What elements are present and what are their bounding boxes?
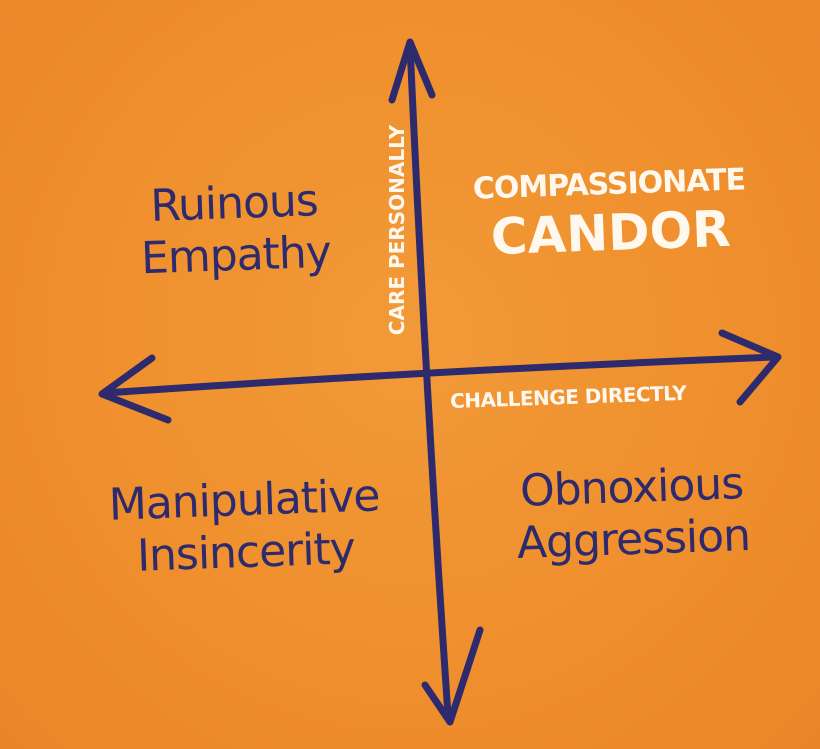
quadrant-line: Obnoxious [519, 458, 744, 517]
vertical-axis [406, 41, 452, 719]
arrow-right-icon [718, 329, 782, 406]
quadrant-line: Empathy [140, 226, 332, 285]
quadrant-line: CANDOR [489, 199, 732, 267]
horizontal-axis [101, 353, 779, 397]
quadrant-manipulative-insincerity: Manipulative Insincerity [93, 470, 396, 584]
quadrant-line: Insincerity [136, 523, 356, 582]
quadrant-obnoxious-aggression: Obnoxious Aggression [503, 458, 761, 571]
arrow-left-icon [98, 354, 172, 424]
quadrant-line: Ruinous [149, 175, 319, 232]
quadrant-line: Aggression [516, 509, 751, 570]
arrow-down-icon [421, 626, 484, 726]
quadrant-ruinous-empathy: Ruinous Empathy [118, 174, 351, 286]
quadrant-compassionate-candor: COMPASSIONATE CANDOR [463, 160, 756, 266]
vertical-axis-label: CARE PERSONALLY [385, 124, 409, 336]
arrow-up-icon [388, 38, 436, 104]
